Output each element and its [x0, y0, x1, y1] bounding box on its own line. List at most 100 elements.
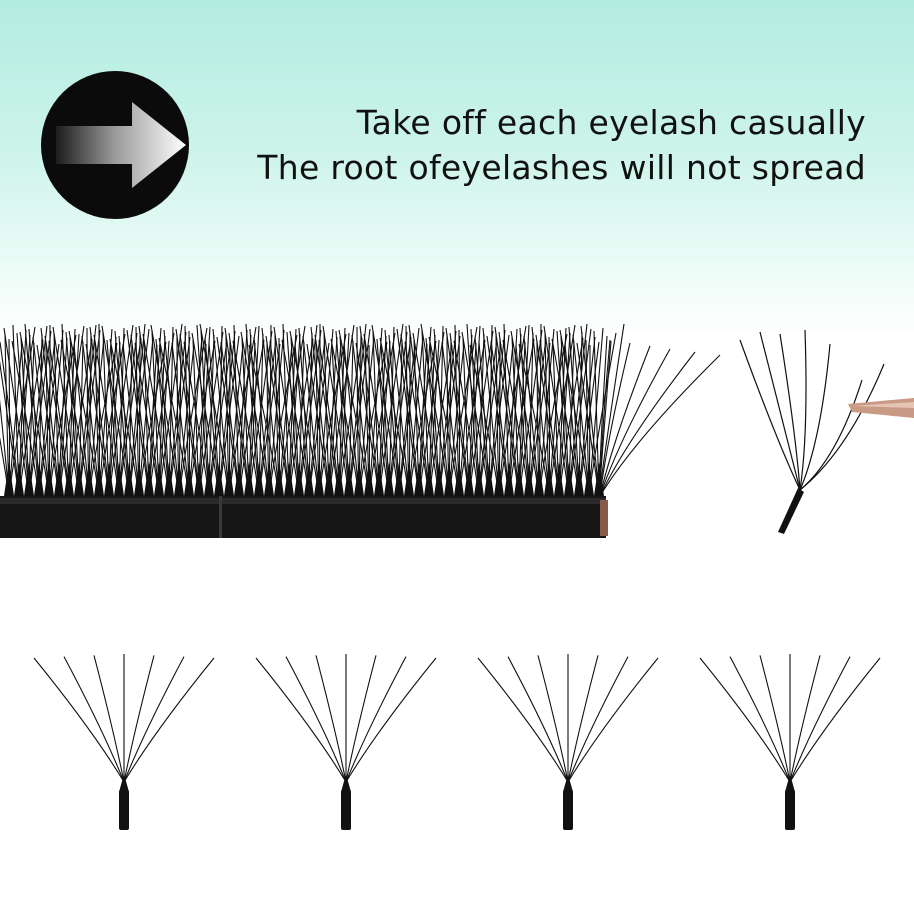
lash-root — [234, 462, 244, 496]
single-fan — [33, 654, 215, 830]
lash-hair — [255, 657, 347, 783]
lash-hair — [477, 657, 569, 783]
lash-hair — [699, 657, 791, 783]
lash-hair — [33, 657, 125, 783]
lash-root — [584, 462, 594, 496]
lash-root — [204, 462, 214, 496]
lash-hair — [599, 342, 631, 497]
headline-line-1: Take off each eyelash casually — [356, 103, 866, 142]
single-fan — [255, 654, 437, 830]
lash-root — [374, 462, 384, 496]
lash-root — [254, 462, 264, 496]
lash-root — [44, 462, 54, 496]
lash-strip-cut-edge — [600, 500, 608, 536]
lash-root-taper — [785, 774, 795, 792]
lash-hair — [599, 351, 696, 497]
headline-line-2: The root ofeyelashes will not spread — [257, 148, 866, 187]
lash-hair — [507, 656, 569, 783]
lash-root — [244, 462, 254, 496]
lash-root — [74, 462, 84, 496]
lash-root — [144, 462, 154, 496]
lash-hair — [123, 655, 155, 783]
lash-root — [164, 462, 174, 496]
lash-root — [484, 462, 494, 496]
lash-root — [184, 462, 194, 496]
lash-root — [444, 462, 454, 496]
lash-root — [314, 462, 324, 496]
lash-root — [284, 462, 294, 496]
lash-root — [341, 790, 351, 830]
lash-root — [384, 462, 394, 496]
single-fans — [33, 654, 881, 830]
lash-root — [324, 462, 334, 496]
lash-hair — [799, 363, 885, 491]
arrow-right-icon — [41, 71, 189, 219]
lash-root — [394, 462, 404, 496]
lash-root — [264, 462, 274, 496]
lash-hair — [285, 656, 347, 783]
lash-hair — [123, 656, 185, 783]
lash-root — [494, 462, 504, 496]
lash-hair — [599, 354, 721, 497]
lash-root — [785, 790, 795, 830]
lash-root — [64, 462, 74, 496]
lash-root — [94, 462, 104, 496]
lash-strip-seam — [219, 496, 222, 538]
headline: Take off each eyelash casually The root … — [226, 100, 866, 190]
lash-root — [344, 462, 354, 496]
lash-hair — [567, 657, 659, 783]
pulled-lash-fan — [739, 329, 885, 534]
lash-root — [334, 462, 344, 496]
lash-root — [24, 462, 34, 496]
lash-root — [514, 462, 524, 496]
lash-hair — [799, 379, 863, 491]
lash-root — [574, 462, 584, 496]
lash-root — [54, 462, 64, 496]
lash-root — [84, 462, 94, 496]
lash-root — [14, 462, 24, 496]
lash-root — [154, 462, 164, 496]
lash-root — [119, 790, 129, 830]
lash-hair — [345, 656, 407, 783]
lash-root — [294, 462, 304, 496]
single-fans-row — [33, 654, 881, 830]
lash-hair — [739, 339, 801, 491]
lash-hair — [599, 339, 611, 497]
lash-root — [464, 462, 474, 496]
lash-root — [474, 462, 484, 496]
lash-root — [534, 462, 544, 496]
lash-hair — [567, 656, 629, 783]
lash-root — [304, 462, 314, 496]
lash-root — [34, 462, 44, 496]
lash-root — [104, 462, 114, 496]
lash-hair — [799, 329, 807, 491]
lash-root-taper — [119, 774, 129, 792]
lash-root-taper — [563, 774, 573, 792]
lash-hair — [729, 656, 791, 783]
lash-hair — [93, 655, 125, 783]
lash-root — [354, 462, 364, 496]
lash-root — [414, 462, 424, 496]
lash-hair — [315, 655, 347, 783]
lash-root — [544, 462, 554, 496]
lash-root — [194, 462, 204, 496]
lash-hair — [799, 343, 831, 491]
lash-root — [554, 462, 564, 496]
lash-root — [364, 462, 374, 496]
lash-root — [274, 462, 284, 496]
lash-hair — [567, 655, 599, 783]
lash-root — [134, 462, 144, 496]
lash-root — [524, 462, 534, 496]
lash-root — [564, 462, 574, 496]
lash-root — [214, 462, 224, 496]
lash-hair — [537, 655, 569, 783]
lash-root — [778, 488, 804, 534]
lash-hair — [345, 655, 377, 783]
lash-strip-fans — [0, 323, 721, 497]
lash-root — [434, 462, 444, 496]
single-fan — [699, 654, 881, 830]
lash-root — [224, 462, 234, 496]
lash-hair — [759, 331, 801, 491]
lash-hair — [779, 333, 801, 491]
